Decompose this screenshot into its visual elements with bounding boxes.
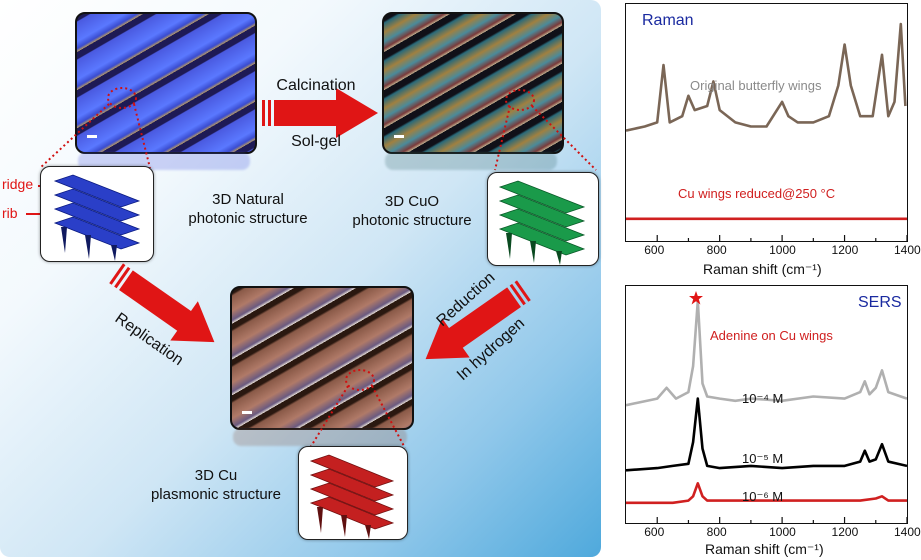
- x-tick-label: 1200: [831, 243, 859, 257]
- sers-annotation: Adenine on Cu wings: [710, 328, 833, 343]
- cuo-structure-model: [487, 172, 599, 266]
- natural-structure-model: [40, 166, 154, 262]
- cuo-structure-line2: photonic structure: [352, 212, 472, 229]
- raman-cu-label: Cu wings reduced@250 °C: [678, 186, 836, 201]
- sers-plot-area: [625, 299, 908, 523]
- series-line-1: [625, 397, 908, 472]
- x-tick-label: 1200: [831, 525, 859, 539]
- x-tick-label: 1000: [769, 525, 796, 539]
- cu-ridge-model-icon: [309, 454, 395, 539]
- cuo-ridge-model-icon: [498, 180, 586, 265]
- series-line-2: [626, 482, 907, 505]
- zoom-connector: [371, 385, 406, 449]
- x-tick-label: 1000: [769, 243, 796, 257]
- natural-wing-reflection: [78, 152, 250, 170]
- scale-bar: [394, 135, 404, 138]
- arrow-reduction: [425, 280, 531, 360]
- cu-structure-label: 3D Cu plasmonic structure: [136, 466, 296, 504]
- rib-label: rib: [2, 205, 18, 221]
- raman-plot-area: [625, 22, 908, 241]
- zoom-connector: [39, 103, 110, 169]
- raman-plot: Raman Original butterfly wings Cu wings …: [625, 3, 908, 242]
- scale-bar: [242, 411, 252, 414]
- scale-bar: [87, 135, 97, 138]
- natural-structure-line1: 3D Natural: [212, 191, 284, 208]
- zoom-connector: [494, 105, 511, 171]
- sers-title: SERS: [858, 294, 902, 311]
- raman-title: Raman: [642, 12, 694, 29]
- x-tick-label: 1400: [894, 243, 921, 257]
- sers-conc-1e5: 10⁻⁵ M: [742, 451, 784, 466]
- series-line-0: [625, 22, 907, 132]
- cu-structure-line2: plasmonic structure: [150, 486, 282, 503]
- zoom-circle-natural: [107, 87, 137, 109]
- zoom-connector: [133, 103, 151, 169]
- cuo-structure-label: 3D CuO photonic structure: [332, 192, 492, 230]
- cuo-structure-line1: 3D CuO: [384, 193, 440, 210]
- zoom-connector: [309, 385, 349, 449]
- sers-conc-1e4: 10⁻⁴ M: [742, 391, 784, 406]
- x-tick-label: 800: [706, 243, 727, 257]
- natural-ridge-model-icon: [53, 174, 141, 261]
- x-tick-label: 800: [706, 525, 727, 539]
- arrow-calcination: [262, 88, 378, 138]
- zoom-connector: [531, 105, 597, 171]
- cu-structure-model: [298, 446, 408, 540]
- natural-structure-line2: photonic structure: [188, 210, 308, 227]
- zoom-circle-cuo: [505, 89, 535, 111]
- cuo-wing-micrograph: [382, 12, 564, 154]
- zoom-circle-cu: [345, 369, 375, 391]
- ridge-label: ridge: [2, 176, 34, 192]
- calcination-label: Calcination: [276, 77, 356, 94]
- cu-wing-micrograph: [230, 286, 414, 430]
- x-tick-label: 600: [644, 243, 665, 257]
- process-arrows: [26, 87, 597, 449]
- sers-xlabel: Raman shift (cm⁻¹): [705, 541, 824, 557]
- x-tick-label: 600: [644, 525, 665, 539]
- natural-structure-label: 3D Natural photonic structure: [168, 190, 328, 228]
- cu-structure-line1: 3D Cu: [194, 467, 238, 484]
- arrow-replication: [109, 263, 215, 343]
- series-line-0: [625, 299, 908, 407]
- cuo-wing-reflection: [385, 152, 557, 170]
- star-icon: [689, 291, 703, 305]
- sers-conc-1e6: 10⁻⁶ M: [742, 489, 784, 504]
- raman-xlabel: Raman shift (cm⁻¹): [703, 261, 822, 277]
- solgel-label: Sol-gel: [291, 133, 341, 150]
- natural-wing-micrograph: [75, 12, 257, 154]
- sers-plot: SERS Adenine on Cu wings 10⁻⁴ M 10⁻⁵ M 1…: [625, 285, 908, 524]
- cu-wing-reflection: [233, 428, 407, 446]
- raman-original-label: Original butterfly wings: [690, 78, 822, 93]
- x-tick-label: 1400: [894, 525, 921, 539]
